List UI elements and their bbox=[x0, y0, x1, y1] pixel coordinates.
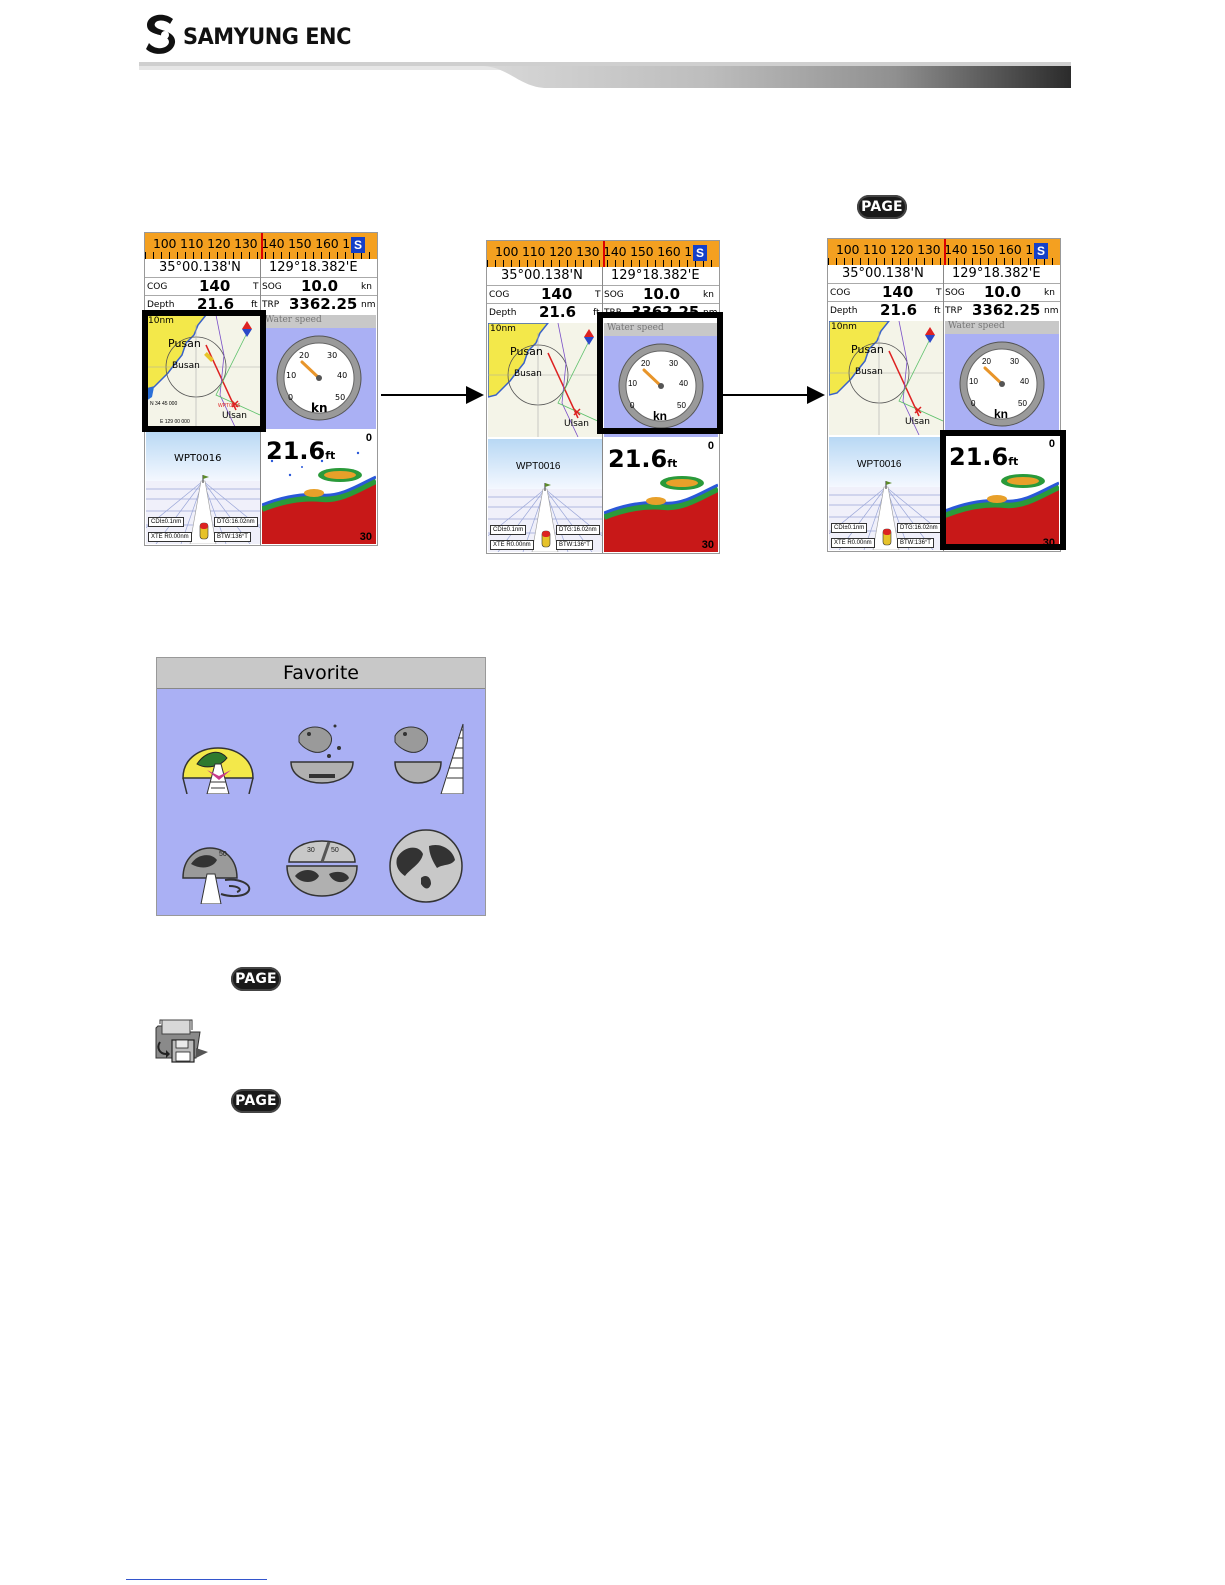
depth-label: Depth bbox=[147, 300, 175, 310]
chart-map: Pusan Busan Ulsan 10nm N 34 45 000 E 129… bbox=[146, 315, 260, 429]
svg-text:10: 10 bbox=[286, 371, 296, 380]
dtg-readout: DTG:16.02nm bbox=[214, 517, 258, 527]
map-coord-n: N 34 45 000 bbox=[150, 401, 178, 407]
arrow-right-icon bbox=[807, 386, 825, 404]
favorite-title: Favorite bbox=[157, 658, 485, 689]
chart-gauge-icon[interactable]: 30 50 bbox=[281, 828, 363, 904]
chart-highway-icon[interactable] bbox=[177, 718, 259, 794]
svg-text:0: 0 bbox=[971, 399, 976, 408]
page-key-icon: PAGE bbox=[857, 195, 907, 219]
svg-text:0: 0 bbox=[288, 393, 293, 402]
cdi-readout: CDI±0.1nm bbox=[148, 517, 185, 527]
map-city-busan: Busan bbox=[172, 361, 200, 371]
cog-unit: T bbox=[253, 282, 259, 292]
sog-value: 10.0 bbox=[301, 277, 339, 295]
highway-view: WPT0016 CDI±0.1nm DTG:16.02nm XTE R0.00n… bbox=[125, 431, 281, 545]
svg-text:20: 20 bbox=[299, 351, 309, 360]
map-city-ulsan: Ulsan bbox=[222, 411, 247, 421]
svg-text:30: 30 bbox=[307, 847, 315, 854]
svg-text:30: 30 bbox=[669, 359, 678, 368]
longitude: 129°18.382'E bbox=[269, 260, 358, 275]
depth-value: 21.6 bbox=[197, 295, 235, 313]
sog-label: SOG bbox=[262, 282, 282, 292]
svg-text:20: 20 bbox=[982, 357, 991, 366]
header-gradient-bar bbox=[139, 62, 1071, 88]
btw-readout: BTW:136°T bbox=[214, 532, 251, 542]
svg-text:40: 40 bbox=[1020, 377, 1029, 386]
focus-frame-map bbox=[142, 310, 266, 432]
gauge-unit: kn bbox=[311, 401, 328, 415]
map-wpt: WPT0016 bbox=[218, 403, 241, 409]
cog-label: COG bbox=[147, 282, 168, 292]
ruler-mark: S bbox=[351, 237, 365, 253]
chart-fish-highway-icon[interactable]: 50 bbox=[177, 828, 259, 904]
map-coord-e: E 129 00 000 bbox=[160, 419, 190, 425]
brand-name: SAMYUNG ENC bbox=[183, 25, 351, 50]
focus-frame-gauge bbox=[597, 312, 723, 434]
page-key-icon: PAGE bbox=[231, 1089, 281, 1113]
svg-text:50: 50 bbox=[331, 847, 339, 854]
display-screen-1: 100 110 120 130 140 150 160 170 S 35°00.… bbox=[125, 232, 378, 546]
xte-readout: XTE R0.00nm bbox=[148, 532, 192, 542]
svg-text:50: 50 bbox=[219, 851, 227, 858]
svg-text:40: 40 bbox=[337, 371, 347, 380]
nav-info: 35°00.138'N 129°18.382'E COG 140 T SOG 1… bbox=[145, 259, 377, 313]
svg-text:0: 0 bbox=[630, 401, 635, 410]
fish-finder-icon[interactable] bbox=[281, 718, 363, 794]
world-chart-icon[interactable] bbox=[385, 828, 467, 904]
arrow-2-line bbox=[722, 394, 810, 396]
page-key-icon: PAGE bbox=[231, 967, 281, 991]
svg-text:40: 40 bbox=[679, 379, 688, 388]
latitude: 35°00.138'N bbox=[159, 260, 241, 275]
trp-value: 3362.25 bbox=[289, 295, 358, 313]
arrow-right-icon bbox=[466, 386, 484, 404]
svg-text:20: 20 bbox=[641, 359, 650, 368]
sonar-scale-top: 0 bbox=[365, 432, 372, 444]
samyung-logo-icon bbox=[146, 14, 176, 54]
map-city-pusan: Pusan bbox=[168, 337, 201, 350]
gauge-title: Water speed bbox=[262, 315, 376, 328]
trp-unit: nm bbox=[361, 300, 376, 310]
ruler-scale: 100 110 120 130 140 150 160 170 bbox=[153, 236, 366, 251]
sonar-scale-bottom: 30 bbox=[359, 531, 372, 543]
svg-text:10: 10 bbox=[969, 377, 978, 386]
heading-ruler: 100 110 120 130 140 150 160 170 S bbox=[145, 233, 377, 259]
map-scale: 10nm bbox=[148, 316, 174, 326]
svg-text:30: 30 bbox=[1010, 357, 1019, 366]
save-folder-icon bbox=[155, 1019, 208, 1063]
water-speed-gauge-panel: Water speed 0 10 20 30 40 50 kn bbox=[262, 315, 376, 429]
sonar-depth: 21.6ft bbox=[266, 437, 336, 465]
highway-wpt: WPT0016 bbox=[174, 453, 222, 464]
depth-unit: ft bbox=[251, 300, 258, 310]
speed-gauge-icon: 0 10 20 30 40 50 bbox=[276, 335, 362, 421]
sonar-view: 21.6ft 0 30 bbox=[262, 431, 376, 544]
cog-value: 140 bbox=[199, 277, 231, 295]
fish-finder-zoom-icon[interactable] bbox=[385, 718, 467, 794]
svg-text:50: 50 bbox=[677, 401, 686, 410]
focus-frame-sonar bbox=[940, 430, 1066, 550]
svg-text:30: 30 bbox=[327, 351, 337, 360]
arrow-1-line bbox=[381, 394, 469, 396]
sog-unit: kn bbox=[361, 282, 372, 292]
svg-text:50: 50 bbox=[335, 393, 345, 402]
svg-text:10: 10 bbox=[628, 379, 637, 388]
footer-rule bbox=[126, 1579, 267, 1580]
svg-text:50: 50 bbox=[1018, 399, 1027, 408]
trp-label: TRP bbox=[262, 300, 280, 310]
favorite-menu: Favorite 50 30 50 bbox=[156, 657, 486, 916]
